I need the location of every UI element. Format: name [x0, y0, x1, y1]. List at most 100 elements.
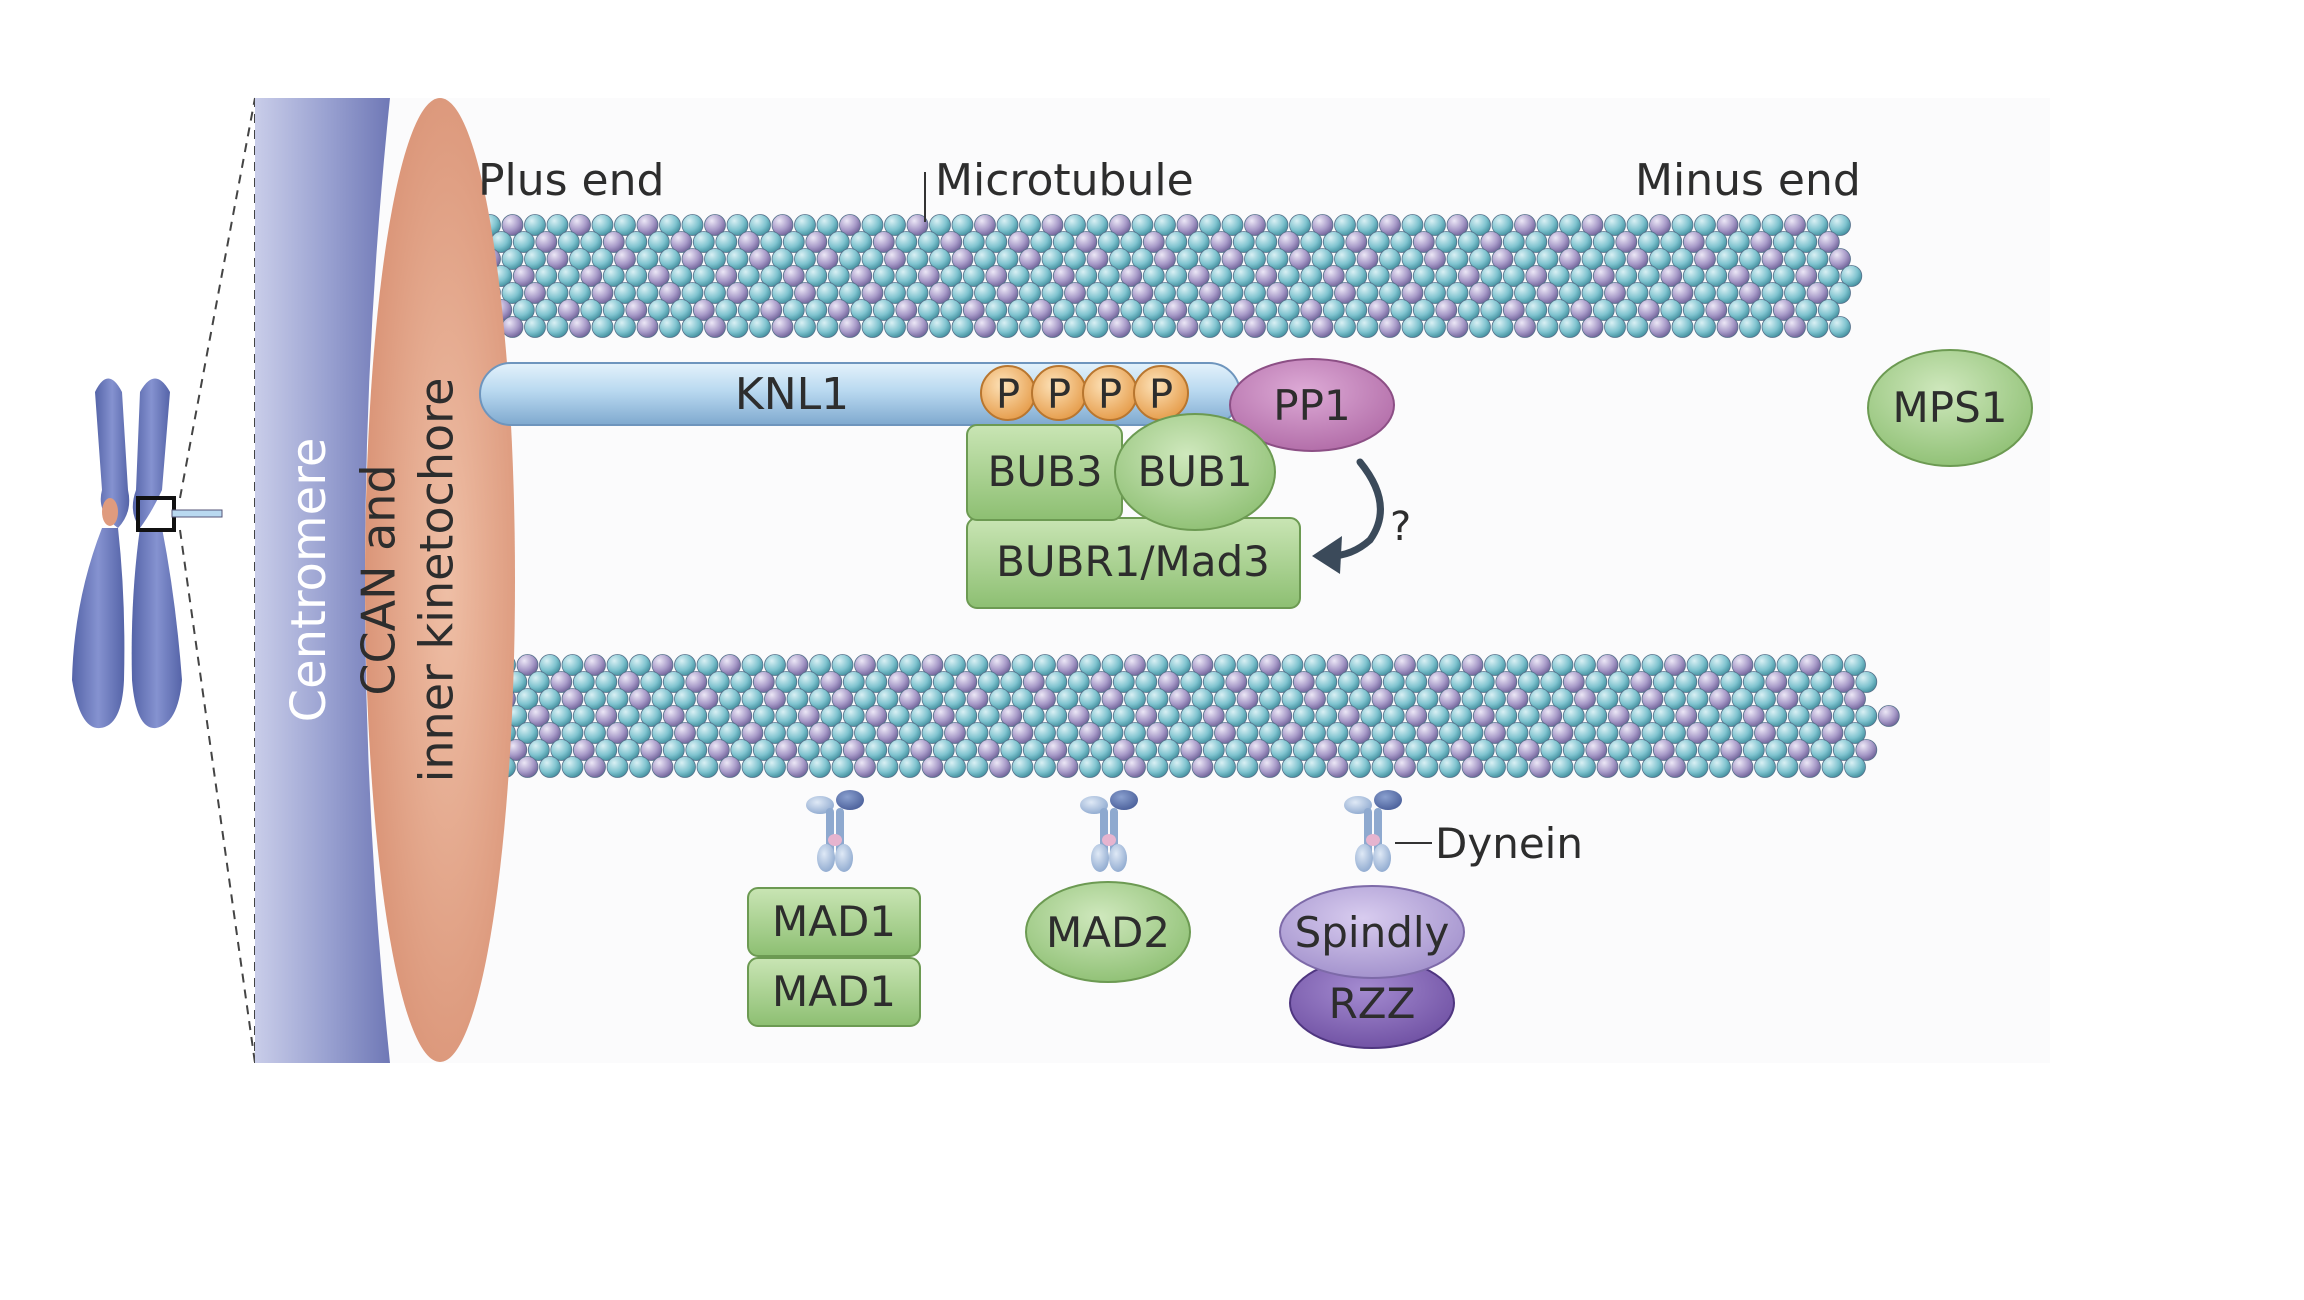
tubulin-subunit: [569, 214, 591, 236]
tubulin-subunit: [1289, 316, 1311, 338]
tubulin-subunit: [1337, 671, 1360, 693]
tubulin-subunit: [944, 722, 966, 744]
tubulin-subunit: [1030, 265, 1053, 287]
tubulin-subunit: [1705, 265, 1728, 287]
tubulin-subunit: [842, 739, 865, 761]
tubulin-subunit: [782, 265, 805, 287]
tubulin-subunit: [1559, 316, 1581, 338]
tubulin-subunit: [1112, 705, 1135, 727]
tubulin-subunit: [1709, 722, 1731, 744]
tubulin-subunit: [1131, 248, 1154, 270]
tubulin-subunit: [1292, 739, 1315, 761]
tubulin-subunit: [1776, 688, 1799, 710]
tubulin-subunit: [816, 282, 839, 304]
tubulin-subunit: [1529, 688, 1551, 710]
tubulin-subunit: [1270, 671, 1293, 693]
tubulin-subunit: [786, 722, 809, 744]
tubulin-subunit: [1799, 722, 1821, 744]
tubulin-subunit: [977, 705, 1000, 727]
tubulin-subunit: [1551, 756, 1574, 778]
tubulin-subunit: [794, 214, 816, 236]
tubulin-subunit: [1146, 756, 1169, 778]
tubulin-subunit: [1345, 265, 1368, 287]
tubulin-subunit: [614, 248, 636, 270]
mad1-bottom: [747, 957, 921, 1027]
tubulin-subunit: [884, 248, 906, 270]
tubulin-subunit: [651, 654, 674, 676]
tubulin-subunit: [910, 671, 933, 693]
tubulin-subunit: [512, 231, 535, 253]
tubulin-subunit: [782, 299, 805, 321]
tubulin-subunit: [726, 248, 749, 270]
tubulin-subunit: [1356, 282, 1379, 304]
tubulin-subunit: [1581, 282, 1604, 304]
tubulin-subunit: [1641, 722, 1664, 744]
tubulin-subunit: [647, 299, 670, 321]
tubulin-subunit: [1221, 282, 1244, 304]
tubulin-subunit: [1315, 739, 1338, 761]
tubulin-subunit: [906, 248, 929, 270]
tubulin-subunit: [715, 299, 738, 321]
tubulin-subunit: [1517, 671, 1540, 693]
tubulin-subunit: [527, 739, 550, 761]
tubulin-subunit: [1367, 265, 1390, 287]
tubulin-subunit: [1817, 265, 1840, 287]
tubulin-subunit: [1056, 688, 1079, 710]
tubulin-subunit: [1131, 316, 1154, 338]
tubulin-subunit: [955, 705, 978, 727]
tubulin-subunit: [1469, 316, 1491, 338]
tubulin-subunit: [1045, 671, 1068, 693]
tubulin-subunit: [1326, 654, 1349, 676]
tubulin-subunit: [1525, 231, 1548, 253]
tubulin-subunit: [974, 316, 996, 338]
tubulin-subunit: [1491, 282, 1514, 304]
tubulin-subunit: [1671, 282, 1694, 304]
tubulin-subunit: [1446, 282, 1469, 304]
tubulin-subunit: [1551, 688, 1574, 710]
tubulin-subunit: [1371, 756, 1394, 778]
tubulin-subunit: [797, 671, 820, 693]
tubulin-subunit: [546, 214, 569, 236]
tubulin-subunit: [1052, 265, 1075, 287]
tubulin-subunit: [1637, 265, 1660, 287]
tubulin-subunit: [1649, 248, 1671, 270]
tubulin-subunit: [1585, 705, 1608, 727]
tubulin-subunit: [1180, 739, 1203, 761]
tubulin-subunit: [1187, 231, 1210, 253]
tubulin-subunit: [1562, 739, 1585, 761]
tubulin-subunit: [1855, 671, 1878, 693]
tubulin-subunit: [1765, 739, 1788, 761]
tubulin-subunit: [1596, 756, 1619, 778]
tubulin-subunit: [1101, 722, 1124, 744]
tubulin-subunit: [741, 756, 764, 778]
tubulin-subunit: [692, 265, 715, 287]
tubulin-subunit: [1360, 671, 1383, 693]
tubulin-subunit: [1360, 739, 1383, 761]
tubulin-subunit: [1379, 316, 1401, 338]
tubulin-subunit: [674, 756, 696, 778]
tubulin-subunit: [1750, 299, 1773, 321]
tubulin-subunit: [1772, 265, 1795, 287]
tubulin-subunit: [741, 688, 764, 710]
tubulin-subunit: [1097, 231, 1120, 253]
tubulin-subunit: [580, 299, 603, 321]
tubulin-subunit: [764, 756, 786, 778]
tubulin-subunit: [1390, 265, 1413, 287]
tubulin-subunit: [1086, 214, 1109, 236]
tubulin-subunit: [1765, 705, 1788, 727]
tubulin-subunit: [1810, 739, 1833, 761]
spindly-rzz: RZZ Spindly: [1279, 885, 1465, 1049]
tubulin-subunit: [996, 214, 1019, 236]
tubulin-subunit: [737, 265, 760, 287]
tubulin-subunit: [1559, 248, 1581, 270]
tubulin-subunit: [1300, 299, 1323, 321]
tubulin-subunit: [1191, 688, 1214, 710]
tubulin-subunit: [1705, 299, 1728, 321]
tubulin-subunit: [764, 688, 786, 710]
tubulin-subunit: [775, 705, 798, 727]
tubulin-subunit: [1739, 214, 1761, 236]
tubulin-subunit: [1382, 671, 1405, 693]
tubulin-subunit: [1607, 739, 1630, 761]
tubulin-subunit: [737, 231, 760, 253]
tubulin-subunit: [569, 316, 591, 338]
